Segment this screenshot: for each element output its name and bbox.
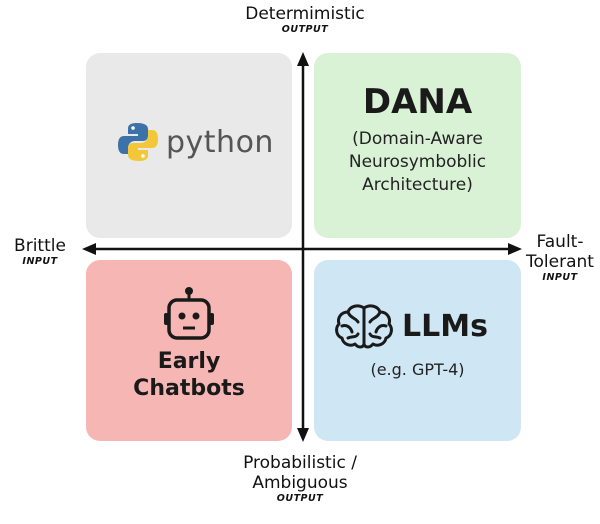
axis-sub-input-right: INPUT <box>542 272 578 283</box>
axis-label-brittle: Brittle INPUT <box>0 236 80 267</box>
llms-heading: LLMs <box>334 302 488 350</box>
vertical-axis <box>297 52 309 442</box>
robot-icon <box>164 287 214 340</box>
axis-sub-output-top: OUTPUT <box>281 24 329 35</box>
llms-title: LLMs <box>402 308 488 344</box>
quadrant-llms <box>314 260 521 441</box>
dana-title: DANA <box>362 82 473 122</box>
dana-subtitle: (Domain-Aware Neurosymboblic Architectur… <box>348 129 487 195</box>
python-logo-icon <box>118 123 158 161</box>
early-chatbots-title: Early Chatbots <box>133 349 245 401</box>
axis-sub-output-bottom: OUTPUT <box>276 493 324 504</box>
python-wordmark: python <box>166 124 274 160</box>
horizontal-axis <box>82 243 522 255</box>
axis-label-probabilistic: Probabilistic / Ambiguous OUTPUT <box>200 453 400 504</box>
llms-subtitle: (e.g. GPT-4) <box>370 360 465 379</box>
dana-block: DANA (Domain-Aware Neurosymboblic Archit… <box>314 82 521 197</box>
quadrant-dana <box>314 53 521 238</box>
brain-icon <box>335 304 393 349</box>
axis-label-fault-tolerant: Fault- Tolerant INPUT <box>520 232 600 283</box>
early-chatbots-block: Early Chatbots <box>86 286 292 402</box>
axis-sub-input-left: INPUT <box>22 256 58 267</box>
axis-label-deterministic: Determimistic OUTPUT <box>200 4 410 35</box>
python-logo: python <box>116 120 274 164</box>
